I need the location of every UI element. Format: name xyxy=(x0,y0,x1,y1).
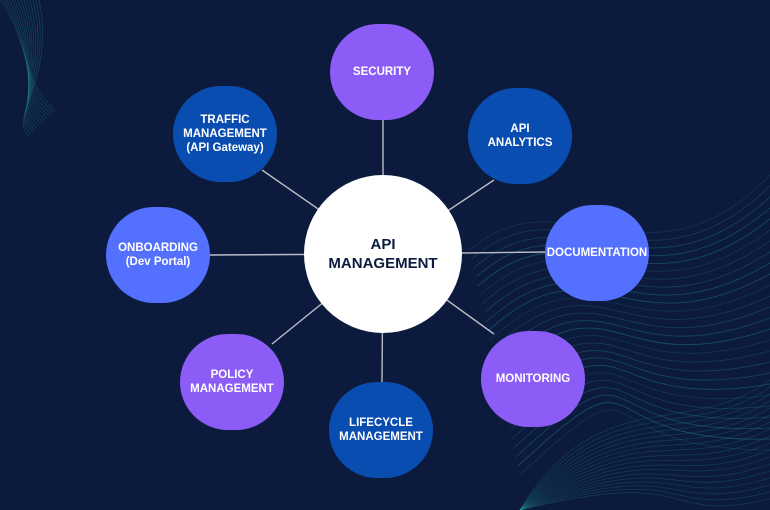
wave-line xyxy=(519,428,770,510)
center-label-line: MANAGEMENT xyxy=(328,255,438,272)
wave-line xyxy=(519,492,770,510)
wave-line xyxy=(519,477,770,510)
wave-line xyxy=(519,414,770,510)
node-label: TRAFFIC xyxy=(200,114,250,126)
node-label: ANALYTICS xyxy=(487,137,553,149)
node-lifecycle-management: LIFECYCLE MANAGEMENT xyxy=(329,382,433,478)
node-label: (Dev Portal) xyxy=(125,256,191,268)
wave-line xyxy=(491,295,770,350)
node-security: SECURITY xyxy=(330,24,434,120)
wave-line xyxy=(519,456,770,510)
wave-line xyxy=(23,0,40,127)
wave-line xyxy=(519,442,770,510)
wave-line xyxy=(519,407,770,510)
center-node-api-management: API MANAGEMENT xyxy=(304,175,462,333)
node-label: ONBOARDING xyxy=(118,242,198,254)
node-label: MONITORING xyxy=(495,373,571,385)
wave-line xyxy=(8,0,50,117)
wave-line xyxy=(519,484,770,510)
wave-line xyxy=(519,435,770,510)
node-api-analytics: API ANALYTICS xyxy=(468,88,572,184)
node-monitoring: MONITORING xyxy=(481,331,585,427)
wave-line xyxy=(11,0,48,119)
wave-line xyxy=(489,284,770,341)
wave-line xyxy=(25,0,39,133)
wave-line xyxy=(519,449,770,510)
wave-line xyxy=(2,0,54,113)
node-documentation: DOCUMENTATION xyxy=(545,205,649,301)
wave-line xyxy=(519,400,770,510)
wave-line xyxy=(519,470,770,510)
node-label: MANAGEMENT xyxy=(183,128,267,140)
center-label-line: API xyxy=(370,236,396,253)
node-label: MANAGEMENT xyxy=(339,431,423,443)
wave-line xyxy=(0,0,56,111)
node-label: (API Gateway) xyxy=(186,142,264,154)
wave-line xyxy=(493,306,770,359)
wave-line xyxy=(26,0,38,129)
wave-line xyxy=(519,393,770,510)
wave-line xyxy=(26,0,37,131)
wave-line xyxy=(519,386,770,510)
wave-line xyxy=(517,402,770,467)
node-policy-management: POLICY MANAGEMENT xyxy=(180,334,284,430)
node-label: SECURITY xyxy=(352,66,412,78)
wave-line xyxy=(20,0,42,125)
node-label: DOCUMENTATION xyxy=(546,247,648,259)
wave-line xyxy=(519,463,770,510)
node-label: MANAGEMENT xyxy=(190,383,274,395)
wave-line xyxy=(519,421,770,510)
node-label: API xyxy=(510,123,530,135)
wave-line xyxy=(519,409,770,476)
wave-line xyxy=(24,0,41,135)
wave-line xyxy=(22,0,44,137)
wave-line xyxy=(14,0,46,121)
wave-line xyxy=(519,379,770,510)
wave-line xyxy=(519,488,770,510)
node-label: LIFECYCLE xyxy=(349,417,413,429)
wave-line xyxy=(5,0,52,115)
node-label: POLICY xyxy=(210,369,254,381)
node-traffic-management: TRAFFIC MANAGEMENT (API Gateway) xyxy=(173,86,277,182)
wave-line xyxy=(17,0,44,123)
node-onboarding: ONBOARDING (Dev Portal) xyxy=(106,207,210,303)
